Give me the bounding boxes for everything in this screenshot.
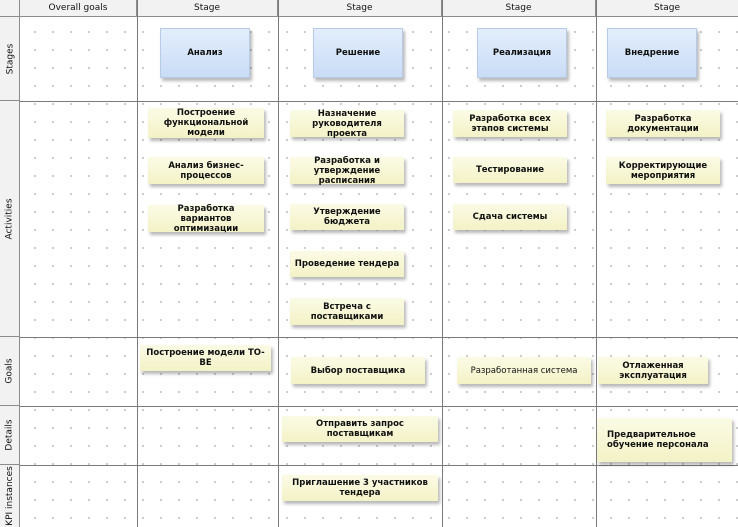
row-header: Stages Activities Goals Details KPI inst… bbox=[0, 17, 20, 527]
column-divider bbox=[596, 0, 597, 527]
stage-note[interactable]: Реализация bbox=[477, 28, 567, 78]
activity-note[interactable]: Разработка и утверждение расписания bbox=[290, 156, 404, 186]
row-divider bbox=[20, 101, 738, 102]
column-header-stage-3[interactable]: Stage bbox=[442, 0, 596, 16]
row-header-activities[interactable]: Activities bbox=[0, 101, 20, 337]
row-divider bbox=[20, 465, 738, 466]
row-divider bbox=[20, 406, 738, 407]
activity-note[interactable]: Корректирующие мероприятия bbox=[606, 157, 720, 184]
detail-note[interactable]: Предварительное обучение персонала bbox=[597, 418, 732, 462]
row-header-stages[interactable]: Stages bbox=[0, 17, 20, 101]
activity-note[interactable]: Встреча с поставщиками bbox=[290, 298, 404, 325]
column-header-overall-goals[interactable]: Overall goals bbox=[20, 0, 137, 16]
goal-note[interactable]: Выбор поставщика bbox=[291, 357, 425, 384]
activity-note[interactable]: Разработка вариантов оптимизации bbox=[148, 204, 264, 234]
detail-note[interactable]: Отправить запрос поставщикам bbox=[282, 416, 438, 442]
column-divider bbox=[137, 0, 138, 527]
goal-note[interactable]: Отлаженная эксплуатация bbox=[598, 357, 708, 384]
activity-note[interactable]: Тестирование bbox=[453, 157, 567, 183]
column-header-stage-2[interactable]: Stage bbox=[278, 0, 442, 16]
goal-note[interactable]: Построение модели TO-BE bbox=[140, 345, 271, 371]
header-corner bbox=[0, 0, 20, 16]
activity-note[interactable]: Проведение тендера bbox=[290, 251, 404, 277]
stage-note[interactable]: Решение bbox=[313, 28, 403, 78]
activity-note[interactable]: Разработка документации bbox=[606, 110, 720, 137]
activity-note[interactable]: Разработка всех этапов системы bbox=[453, 110, 567, 137]
column-divider bbox=[442, 0, 443, 527]
activity-note[interactable]: Утверждение бюджета bbox=[290, 204, 404, 230]
activity-note[interactable]: Построение функциональной модели bbox=[148, 108, 264, 138]
goal-note[interactable]: Разработанная система bbox=[457, 357, 591, 384]
row-header-details[interactable]: Details bbox=[0, 406, 20, 465]
row-header-goals[interactable]: Goals bbox=[0, 337, 20, 406]
column-header-stage-1[interactable]: Stage bbox=[137, 0, 278, 16]
activity-note[interactable]: Сдача системы bbox=[453, 204, 567, 230]
kpi-note[interactable]: Приглашение 3 участников тендера bbox=[282, 475, 438, 501]
column-header: Overall goals Stage Stage Stage Stage bbox=[0, 0, 738, 17]
activity-note[interactable]: Назначение руководителя проекта bbox=[290, 109, 404, 139]
column-header-stage-4[interactable]: Stage bbox=[653, 3, 680, 13]
row-divider bbox=[20, 337, 738, 338]
activity-note[interactable]: Анализ бизнес-процессов bbox=[148, 157, 264, 184]
row-header-kpi-instances[interactable]: KPI instances bbox=[5, 466, 16, 526]
stage-note[interactable]: Внедрение bbox=[607, 28, 697, 78]
column-divider bbox=[278, 0, 279, 527]
stage-note[interactable]: Анализ bbox=[160, 28, 250, 78]
